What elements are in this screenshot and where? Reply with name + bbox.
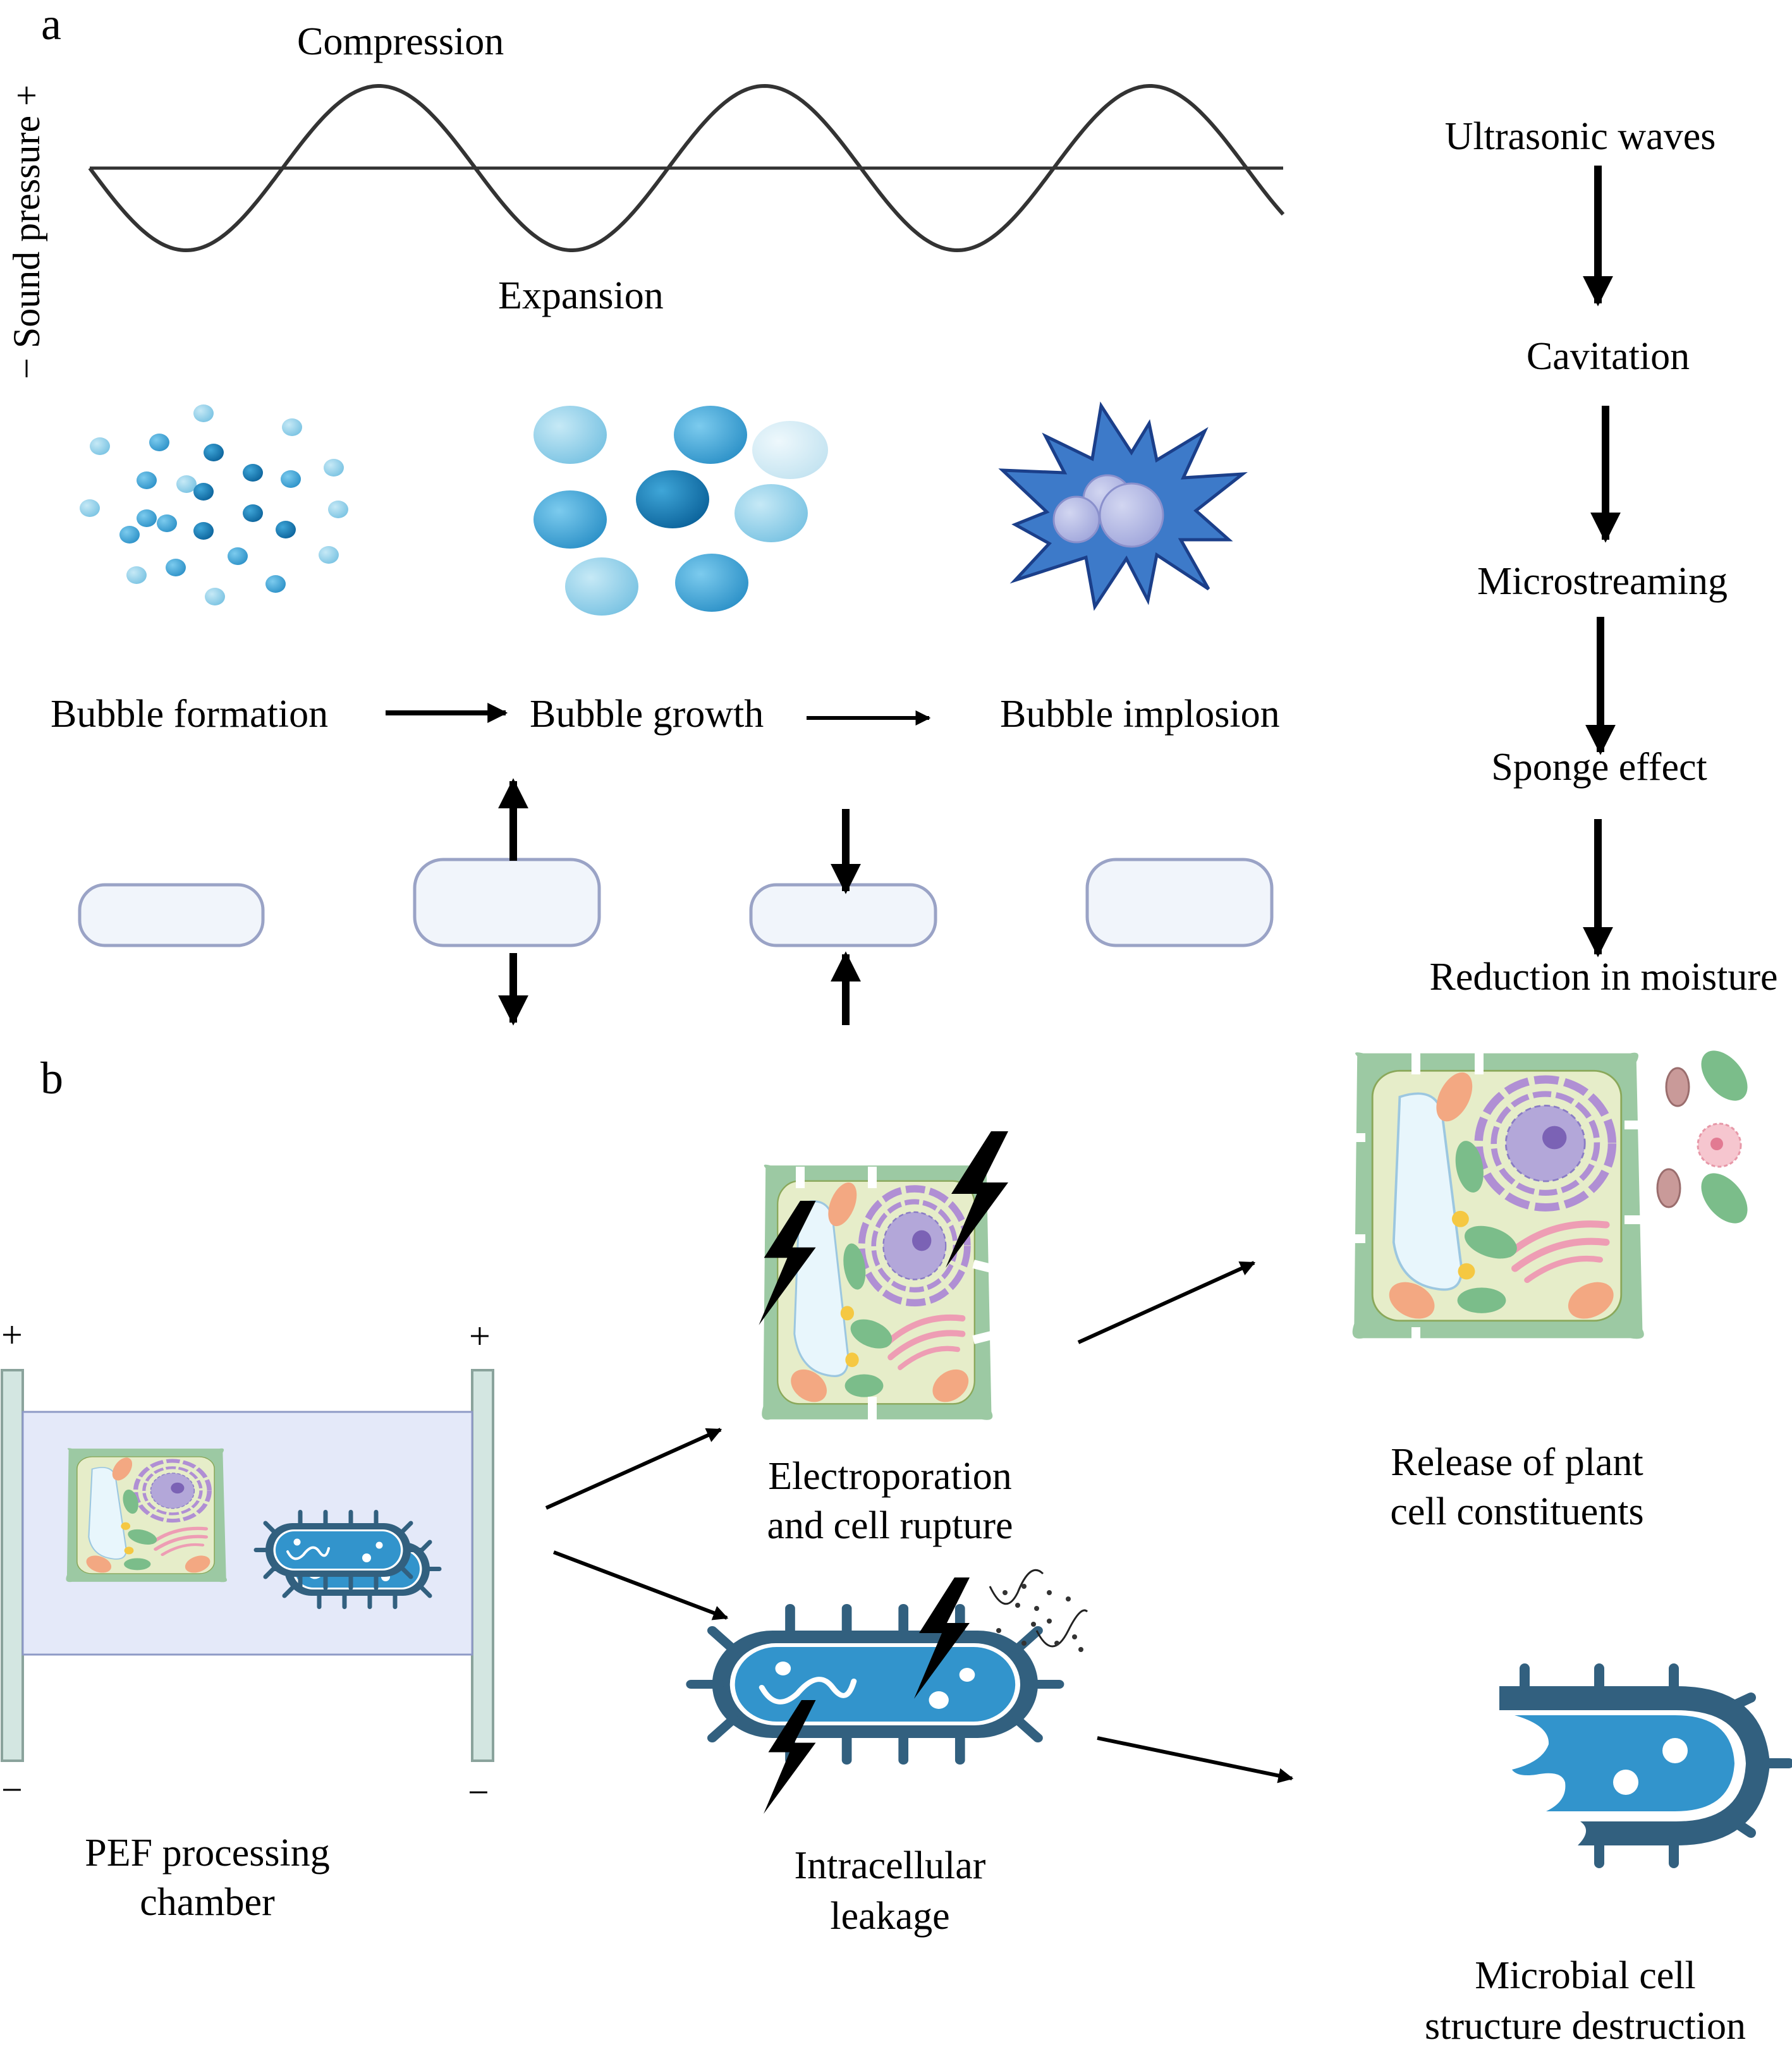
small-bubbles-icon — [80, 404, 348, 605]
panel-label-b: b — [40, 1053, 63, 1103]
electroporation-label-line2: and cell rupture — [767, 1504, 1013, 1547]
chamber-left-plus: + — [1, 1314, 23, 1356]
leaked-particle — [1034, 1606, 1039, 1611]
small-bubble — [243, 464, 263, 482]
release-label-line2: cell constituents — [1390, 1490, 1643, 1533]
leaked-particle — [1021, 1641, 1027, 1646]
flow-step-sponge-effect: Sponge effect — [1491, 746, 1707, 789]
small-bubble — [137, 471, 157, 489]
small-bubble — [157, 514, 177, 532]
small-bubble — [193, 522, 214, 540]
flow-step-ultrasonic-waves: Ultrasonic waves — [1445, 115, 1716, 158]
bubble-growth-label: Bubble growth — [530, 693, 764, 736]
small-bubble — [126, 566, 147, 584]
leaked-particle — [1015, 1603, 1020, 1608]
bubble-size-sequence — [78, 778, 1274, 1026]
small-bubble — [90, 437, 110, 455]
arrow-to-release — [1077, 1261, 1256, 1344]
leaked-particle — [1021, 1584, 1027, 1589]
destruction-label-line2: structure destruction — [1425, 2005, 1746, 2048]
leaked-particle — [1054, 1641, 1059, 1646]
small-bubble — [205, 588, 225, 605]
small-bubble — [243, 504, 263, 522]
bubble-shape-expanded — [413, 858, 601, 947]
small-bubble — [228, 547, 248, 565]
pef-chamber-label-line2: chamber — [140, 1881, 275, 1924]
large-bubbles-icon — [533, 406, 828, 616]
sound-wave — [88, 83, 1285, 253]
small-bubble — [193, 404, 214, 422]
leaked-particle — [1078, 1647, 1083, 1652]
leaked-particle — [1047, 1590, 1052, 1595]
small-bubble — [137, 509, 157, 527]
electroporated-plant-cell-icon — [759, 1131, 1008, 1422]
chamber-right-minus: − — [468, 1771, 489, 1813]
leaked-particle — [1047, 1619, 1052, 1624]
arrow-to-leakage — [552, 1550, 729, 1620]
leaked-particle — [1031, 1622, 1036, 1627]
plant-cell-in-chamber-icon — [66, 1448, 227, 1582]
leaked-particle — [996, 1628, 1001, 1633]
destroyed-bacterium-icon — [1499, 1663, 1792, 1868]
small-bubble — [328, 501, 348, 518]
chamber-right-plus: + — [469, 1315, 491, 1357]
implosion-burst-icon — [998, 401, 1248, 611]
small-bubble — [80, 499, 100, 517]
bubble-shape-final — [1085, 858, 1274, 947]
small-bubble — [176, 475, 197, 493]
flow-step-microstreaming: Microstreaming — [1477, 560, 1728, 603]
ultrasound-flowchart: Ultrasonic waves Cavitation Microstreami… — [1429, 115, 1777, 999]
leaked-particle — [1066, 1596, 1071, 1601]
small-bubble — [276, 521, 296, 538]
release-label-line1: Release of plant — [1391, 1441, 1643, 1484]
sound-pressure-axis-label: − Sound pressure + — [6, 85, 47, 379]
leaked-particle — [1003, 1590, 1008, 1595]
small-bubble — [265, 575, 286, 593]
electroporation-label-line1: Electroporation — [768, 1455, 1012, 1498]
leaking-bacterium-icon — [691, 1569, 1088, 1814]
bubble-implosion-label: Bubble implosion — [1000, 693, 1280, 736]
small-bubble — [204, 444, 224, 461]
small-bubble — [319, 546, 339, 564]
destruction-label-line1: Microbial cell — [1475, 1954, 1695, 1997]
bubble-shape-initial — [78, 883, 265, 947]
panel-label-a: a — [41, 0, 61, 49]
small-bubble — [149, 434, 169, 451]
small-bubble — [166, 559, 186, 576]
leaked-particle — [1072, 1634, 1077, 1639]
pef-chamber: + + − − — [1, 1314, 494, 1813]
ruptured-plant-cell-icon — [1344, 1050, 1650, 1352]
right-electrode — [471, 1369, 494, 1762]
leakage-label-line2: leakage — [830, 1895, 949, 1938]
released-organelles-icon — [1656, 1050, 1748, 1224]
small-bubble — [193, 483, 214, 501]
bubble-shape-compressed — [749, 883, 937, 947]
arrow-to-destruction — [1097, 1736, 1294, 1784]
small-bubble — [324, 459, 344, 477]
arrow-to-electroporation — [545, 1428, 722, 1510]
leaked-contents-icon — [989, 1569, 1088, 1652]
sine-wave — [88, 83, 1285, 253]
leakage-label-line1: Intracellular — [795, 1844, 986, 1887]
expansion-label: Expansion — [498, 274, 664, 317]
bubble-formation-label: Bubble formation — [51, 693, 328, 736]
flow-step-cavitation: Cavitation — [1527, 335, 1690, 378]
pef-chamber-label-line1: PEF processing — [85, 1832, 330, 1875]
compression-label: Compression — [297, 20, 504, 63]
left-electrode — [1, 1369, 24, 1762]
chamber-left-minus: − — [1, 1769, 23, 1811]
flow-step-reduction-in-moisture: Reduction in moisture — [1429, 956, 1777, 999]
small-bubble — [119, 526, 140, 544]
small-bubble — [282, 418, 302, 436]
small-bubble — [281, 470, 301, 488]
